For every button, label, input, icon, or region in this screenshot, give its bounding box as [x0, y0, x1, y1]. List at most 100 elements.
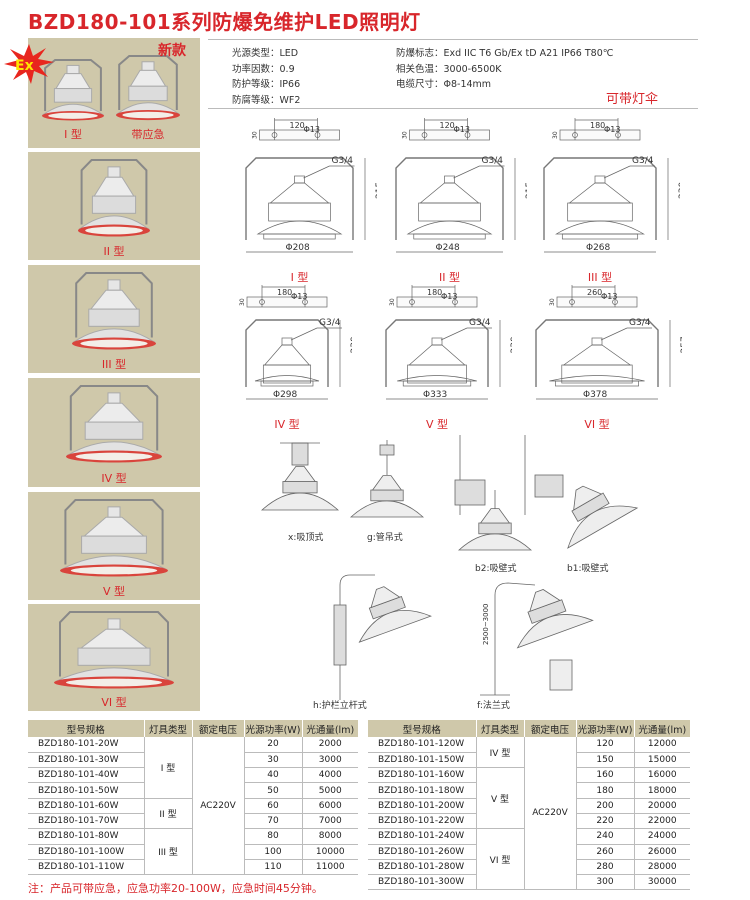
lamp-type-cell: I 型	[144, 737, 193, 799]
table-header: 光通量(lm)	[634, 720, 690, 737]
power-cell: 200	[576, 798, 635, 814]
lumen-cell: 8000	[302, 828, 358, 845]
dimension-diagram: 180 Φ13 30 G3/4 Φ333 230	[385, 285, 512, 400]
hole-dim: Φ13	[454, 125, 470, 134]
table-header: 额定电压	[192, 720, 245, 737]
lumen-cell: 28000	[634, 859, 690, 876]
voltage-cell: AC220V	[524, 737, 577, 891]
height-dim: 257	[680, 336, 682, 353]
photo-label: IV 型	[101, 472, 127, 485]
hole-dim: Φ13	[601, 292, 617, 301]
lamp-photo-icon	[41, 59, 105, 121]
lamp-type-cell: II 型	[144, 798, 193, 830]
power-cell: 30	[244, 752, 303, 769]
bar-dim: 30	[552, 131, 559, 139]
model-cell: BZD180-101-260W	[368, 844, 477, 860]
power-cell: 120	[576, 737, 635, 753]
bar-dim: 30	[389, 298, 396, 306]
power-cell: 150	[576, 752, 635, 769]
power-cell: 180	[576, 782, 635, 799]
model-cell: BZD180-101-70W	[28, 813, 145, 830]
hole-dim: Φ13	[604, 125, 620, 134]
spec-table-right: 型号规格灯具类型额定电压光源功率(W)光通量(lm)BZD180-101-120…	[368, 720, 690, 891]
diameter-dim: Φ333	[423, 390, 447, 400]
bar-dim: 30	[239, 298, 246, 306]
product-photo-panel: I 型 带应急	[28, 38, 200, 148]
product-photo-panel: IV 型	[28, 378, 200, 487]
model-cell: BZD180-101-40W	[28, 767, 145, 784]
photo-label: I 型	[64, 128, 82, 141]
height-dim: 230	[350, 336, 352, 353]
lumen-cell: 18000	[634, 782, 690, 799]
model-cell: BZD180-101-300W	[368, 874, 477, 891]
lumen-cell: 5000	[302, 782, 358, 799]
lamp-type-cell: IV 型	[476, 737, 525, 769]
spec-table-left: 型号规格灯具类型额定电压光源功率(W)光通量(lm)BZD180-101-20W…	[28, 720, 358, 876]
model-cell: BZD180-101-20W	[28, 737, 145, 753]
mount-type-label: x:吸顶式	[288, 533, 324, 543]
span-dim: 180	[590, 121, 605, 130]
height-dim: 215	[375, 182, 377, 199]
power-cell: 160	[576, 767, 635, 784]
lumen-cell: 4000	[302, 767, 358, 784]
diagram-type-label: V 型	[425, 418, 449, 431]
model-cell: BZD180-101-100W	[28, 844, 145, 860]
lumen-cell: 26000	[634, 844, 690, 860]
power-cell: 80	[244, 828, 303, 845]
model-cell: BZD180-101-180W	[368, 782, 477, 799]
table-header: 型号规格	[28, 720, 145, 737]
thread-dim: G3/4	[629, 318, 651, 328]
new-badge: 新款	[158, 43, 186, 59]
thread-dim: G3/4	[632, 156, 654, 166]
umbrella-note: 可带灯伞	[606, 92, 659, 107]
diagram-type-label: IV 型	[274, 418, 300, 431]
lumen-cell: 12000	[634, 737, 690, 753]
thread-dim: G3/4	[319, 318, 341, 328]
spec-item: 相关色温：3000-6500K	[396, 63, 502, 75]
ex-badge-icon: Ex	[4, 44, 54, 84]
lumen-cell: 6000	[302, 798, 358, 814]
model-cell: BZD180-101-200W	[368, 798, 477, 814]
diameter-dim: Φ208	[286, 243, 311, 253]
span-dim: 180	[427, 288, 442, 297]
bar-dim: 30	[252, 131, 259, 139]
span-dim: 120	[440, 121, 455, 130]
spec-item: 防爆标志：Exd IIC T6 Gb/Ex tD A21 IP66 T80℃	[396, 48, 614, 59]
span-dim: 260	[587, 288, 602, 297]
model-cell: BZD180-101-120W	[368, 737, 477, 753]
model-cell: BZD180-101-110W	[28, 859, 145, 876]
lumen-cell: 16000	[634, 767, 690, 784]
bar-dim: 30	[402, 131, 409, 139]
lumen-cell: 24000	[634, 828, 690, 845]
power-cell: 60	[244, 798, 303, 814]
hole-dim: Φ13	[291, 292, 307, 301]
lumen-cell: 3000	[302, 752, 358, 769]
table-header: 光通量(lm)	[302, 720, 358, 737]
photo-label: II 型	[103, 245, 125, 258]
page-title: BZD180-101系列防爆免维护LED照明灯	[28, 10, 421, 34]
table-header: 光源功率(W)	[576, 720, 635, 737]
diagram-type-label: VI 型	[584, 418, 610, 431]
divider	[208, 108, 698, 109]
wall-mount-b1-icon	[524, 435, 639, 549]
lamp-photo-icon	[116, 55, 180, 121]
mount-type-label: g:管吊式	[367, 533, 403, 543]
span-dim: 120	[290, 121, 305, 130]
power-cell: 20	[244, 737, 303, 753]
table-header: 灯具类型	[144, 720, 193, 737]
photo-label: 带应急	[131, 128, 165, 141]
power-cell: 240	[576, 828, 635, 845]
dimension-diagram: 120 Φ13 30 G3/4 Φ208 215	[245, 118, 377, 253]
bar-dim: 30	[549, 298, 556, 306]
product-photo-panel: II 型	[28, 152, 200, 260]
